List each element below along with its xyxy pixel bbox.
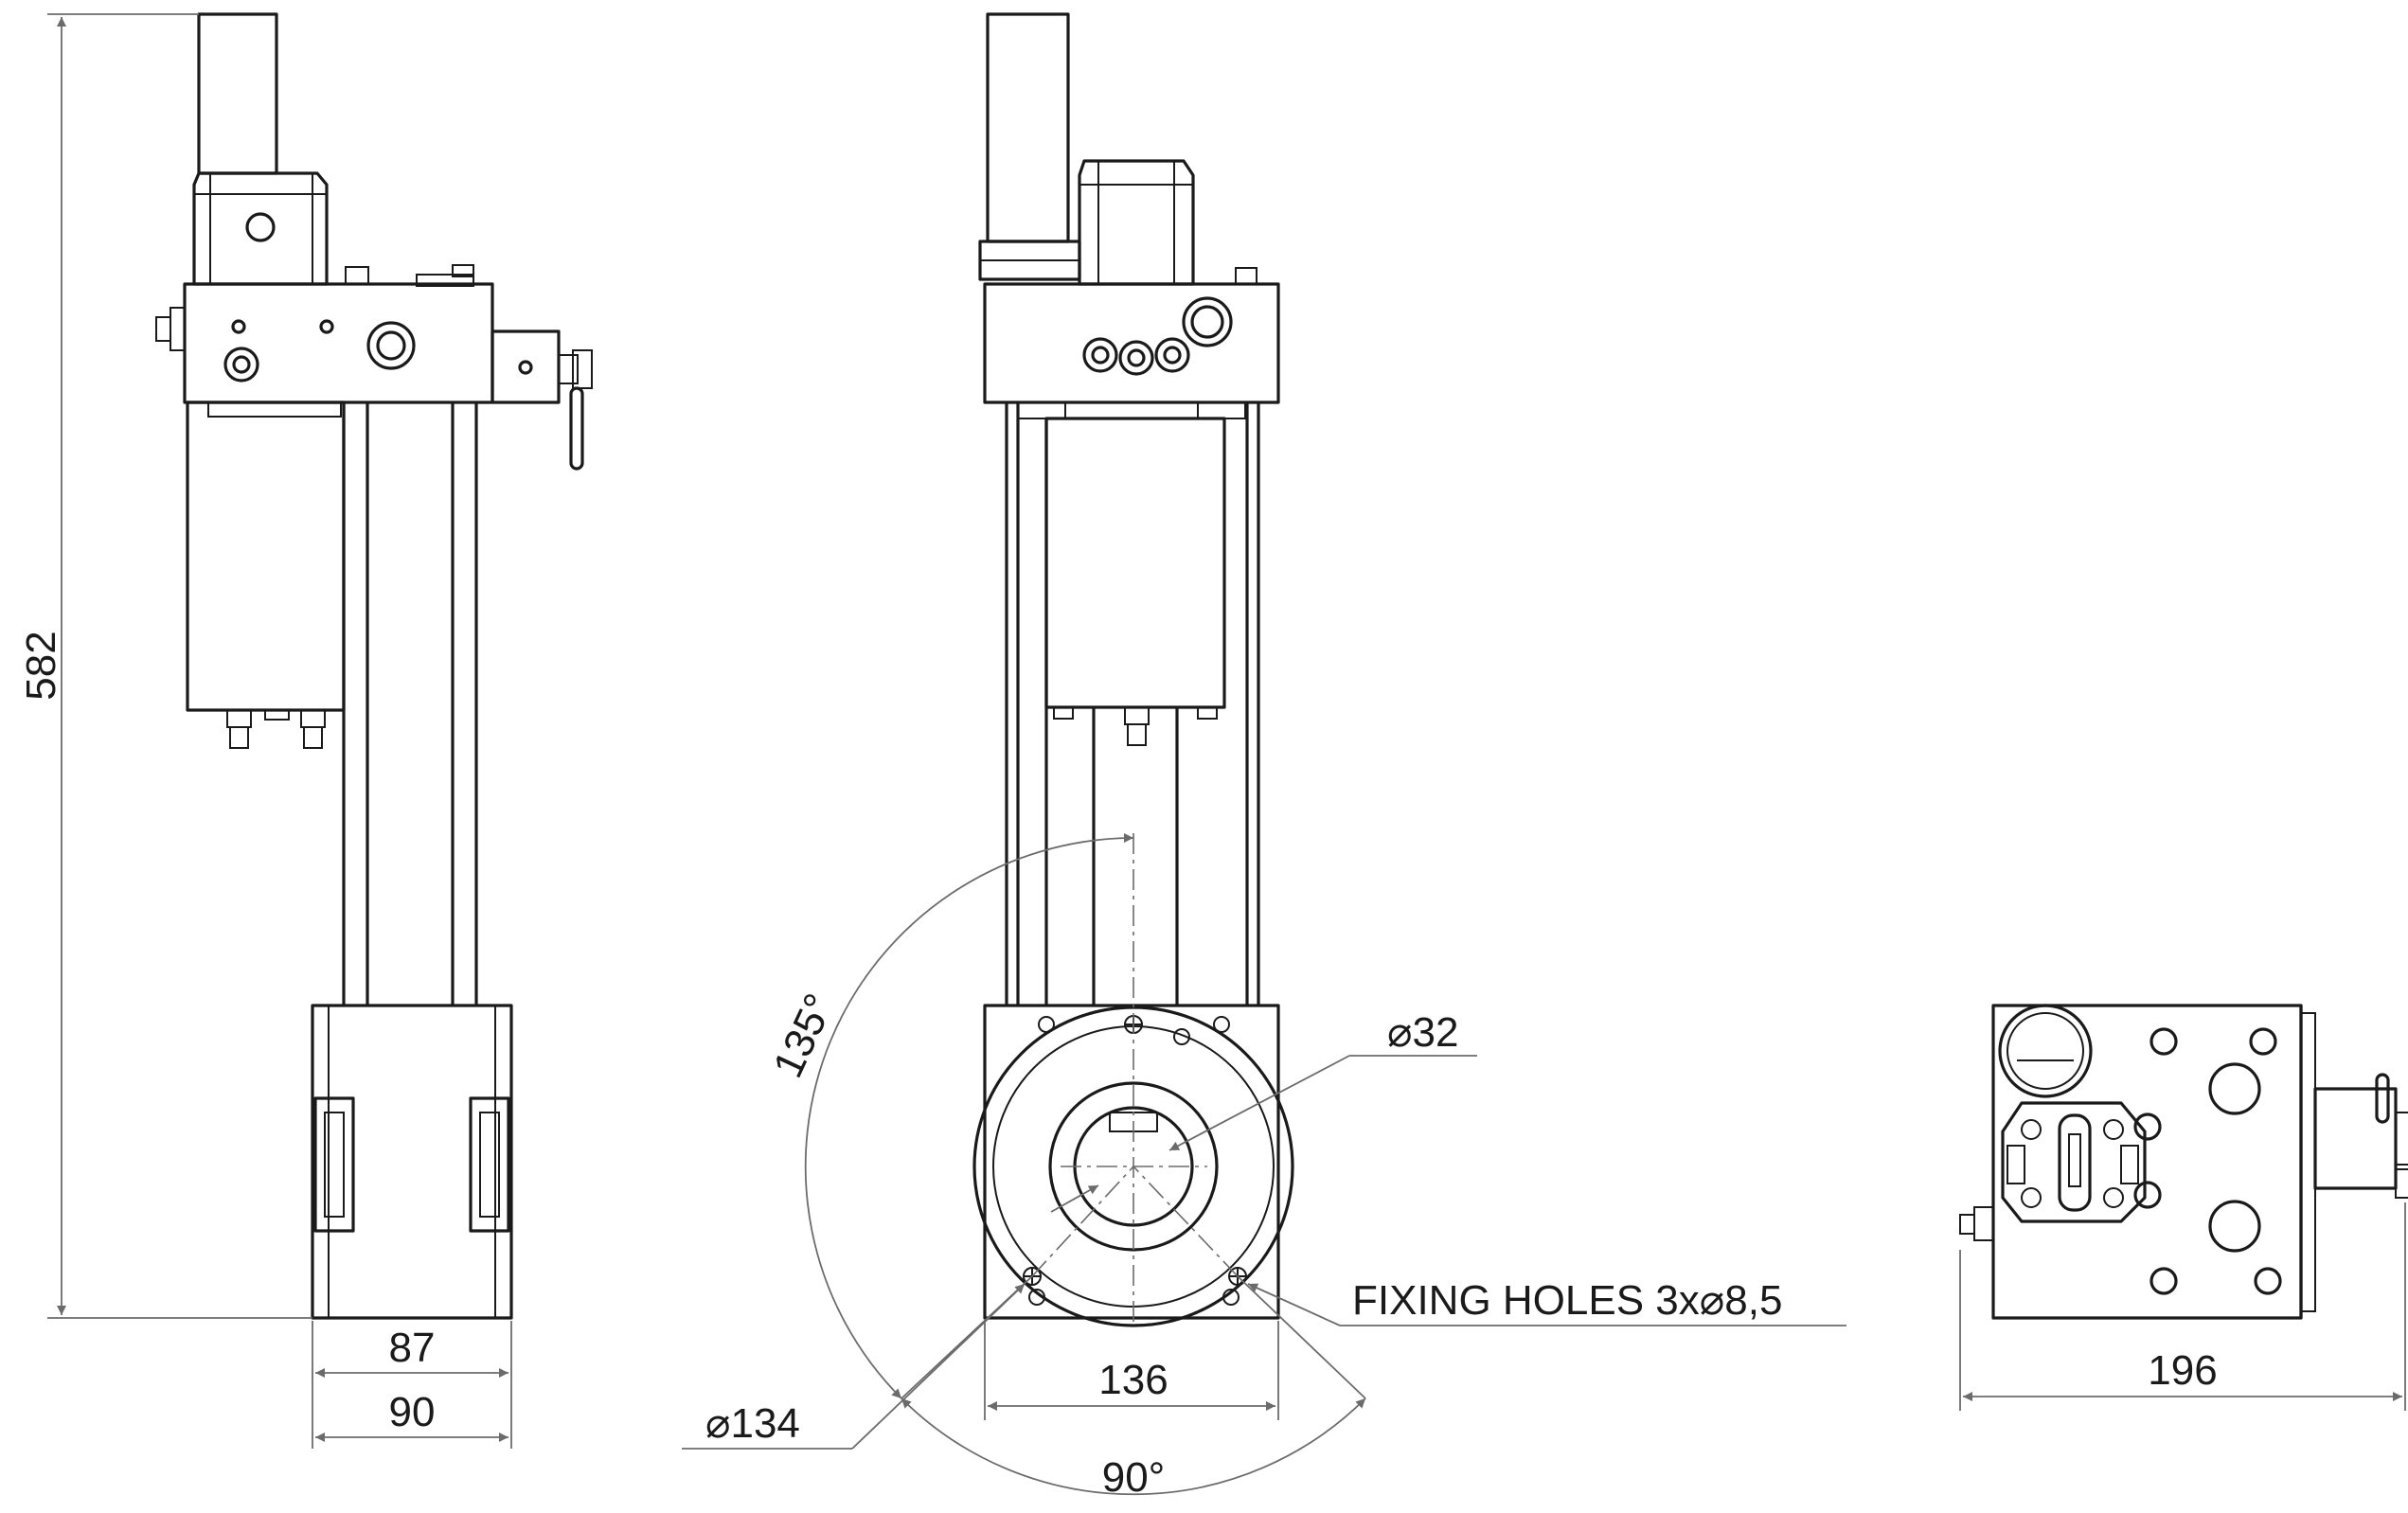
angle-90-label: 90°: [1102, 1454, 1166, 1501]
dimension-height: 582: [18, 13, 312, 1319]
dimension-87-label: 87: [389, 1325, 436, 1371]
dimension-196-label: 196: [2148, 1347, 2217, 1394]
front-view: [972, 12, 1294, 1327]
leader-bolt-circle: ⌀134: [682, 1283, 1026, 1450]
leader-fixing-holes: FIXING HOLES 3x⌀8,5: [1247, 1277, 1846, 1326]
fixing-holes-label: FIXING HOLES 3x⌀8,5: [1352, 1277, 1782, 1324]
dimension-136-label: 136: [1098, 1357, 1168, 1403]
bottom-view: [1959, 1004, 2408, 1320]
dimension-90-label: 90: [389, 1389, 436, 1435]
leader-shaft-diameter: ⌀32: [1050, 1009, 1477, 1213]
dimension-angles: 135° 90°: [764, 833, 1366, 1501]
side-view: [155, 12, 593, 1320]
angle-135-label: 135°: [764, 987, 843, 1084]
dimension-side-widths: 87 90: [312, 1321, 512, 1449]
shaft-diameter-label: ⌀32: [1387, 1009, 1458, 1056]
dimension-bottom-width: 196: [1959, 1202, 2406, 1411]
bolt-circle-diameter-label: ⌀134: [705, 1400, 800, 1447]
dimension-height-label: 582: [18, 631, 64, 700]
dimension-front-width: 136: [984, 1321, 1279, 1420]
